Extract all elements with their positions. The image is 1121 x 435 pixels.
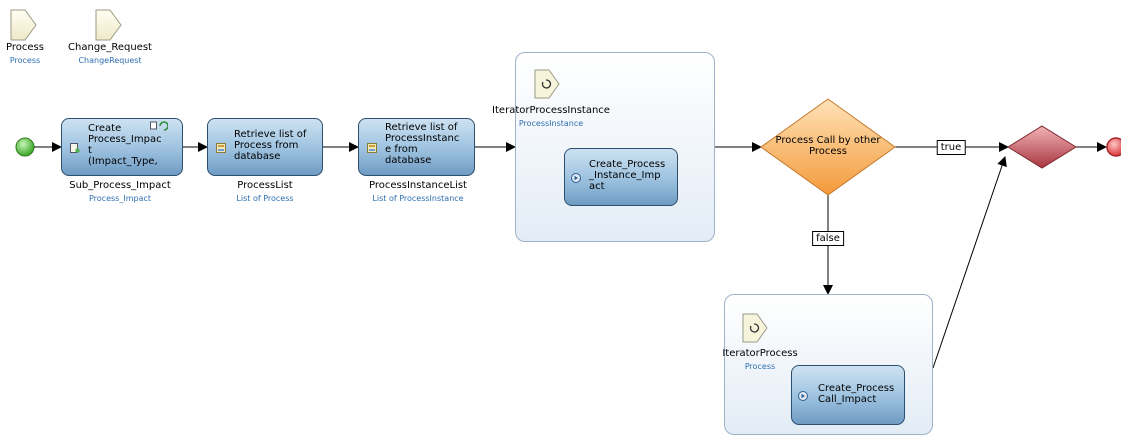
decision-diamond[interactable] xyxy=(760,98,896,196)
create-process-call-impact-action[interactable]: Create_Process Call_Impact xyxy=(791,365,905,425)
create-process-impact-var-name: Sub_Process_Impact xyxy=(69,180,171,191)
database-retrieve-icon xyxy=(216,143,226,153)
retrieve-process-action[interactable]: Retrieve list of Process from database xyxy=(207,118,323,176)
retrieve-process-var-name: ProcessList xyxy=(237,180,293,191)
retrieve-process-instance-text: Retrieve list of ProcessInstanc e from d… xyxy=(385,122,460,166)
iterator-process-name: IteratorProcess xyxy=(722,348,798,359)
flow-process-loop-to-merge[interactable] xyxy=(932,156,1007,369)
commit-refresh-icon xyxy=(150,121,168,131)
create-process-impact-var-type: Process_Impact xyxy=(88,194,152,203)
parameter-process-name: Process xyxy=(6,42,44,53)
edge-label-true: true xyxy=(936,140,966,155)
microflow-call-icon xyxy=(798,391,808,401)
end-event[interactable] xyxy=(1106,137,1121,157)
parameter-process-type: Process xyxy=(9,56,41,65)
create-object-icon xyxy=(70,143,80,153)
parameter-process-icon[interactable] xyxy=(10,9,37,41)
iterator-process-instance-name: IteratorProcessInstance xyxy=(492,105,610,116)
iterator-process-instance-type: ProcessInstance xyxy=(518,119,584,128)
retrieve-process-text: Retrieve list of Process from database xyxy=(234,129,307,162)
loop-process-instance[interactable]: IteratorProcessInstance ProcessInstance … xyxy=(492,52,715,242)
create-process-impact-text: Create Process_Impac t (Impact_Type, xyxy=(88,123,162,167)
iterator-parameter-icon xyxy=(534,69,560,99)
create-process-instance-impact-action[interactable]: Create_Process _Instance_Imp act xyxy=(564,148,678,206)
database-retrieve-icon xyxy=(367,143,377,153)
parameter-change-request-type: ChangeRequest xyxy=(78,56,142,65)
retrieve-process-instance-action[interactable]: Retrieve list of ProcessInstanc e from d… xyxy=(358,118,475,176)
merge-diamond[interactable] xyxy=(1007,125,1077,169)
iterator-process-type: Process xyxy=(744,362,776,371)
retrieve-process-instance-var-name: ProcessInstanceList xyxy=(369,180,467,191)
retrieve-process-var-type: List of Process xyxy=(236,194,294,203)
edge-label-false: false xyxy=(812,231,844,246)
start-event[interactable] xyxy=(15,137,35,157)
decision-text: Process Call by other Process xyxy=(775,135,881,157)
retrieve-process-instance-var-type: List of ProcessInstance xyxy=(372,194,464,203)
iterator-parameter-icon xyxy=(742,313,768,343)
create-process-call-impact-text: Create_Process Call_Impact xyxy=(818,383,895,405)
create-process-instance-impact-text: Create_Process _Instance_Imp act xyxy=(589,159,666,192)
parameter-change-request-name: Change_Request xyxy=(68,42,152,53)
loop-process[interactable]: IteratorProcess Process Create_Process C… xyxy=(722,294,933,435)
microflow-call-icon xyxy=(571,173,581,183)
parameter-change-request-icon[interactable] xyxy=(95,9,122,41)
create-process-impact-action[interactable]: Create Process_Impac t (Impact_Type, xyxy=(61,118,183,176)
